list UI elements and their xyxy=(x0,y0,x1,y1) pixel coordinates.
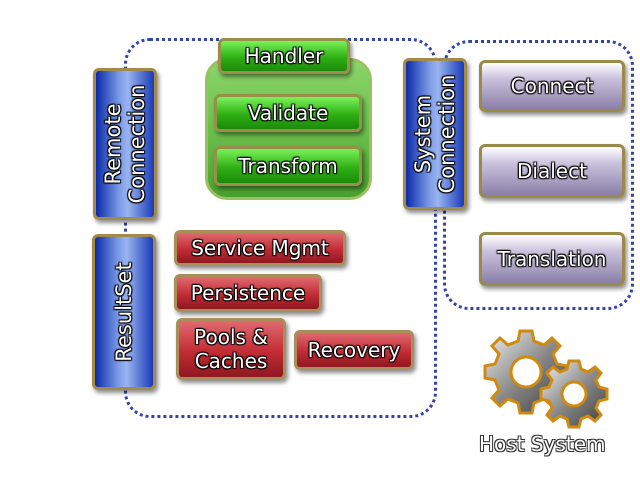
persistence-box: Persistence xyxy=(174,274,322,312)
transform-label: Transform xyxy=(238,154,338,178)
remote-connection-box: Remote Connection xyxy=(93,68,157,220)
resultset-box: ResultSet xyxy=(92,234,156,390)
recovery-label: Recovery xyxy=(307,338,401,362)
service-mgmt-label: Service Mgmt xyxy=(191,236,329,260)
connect-box: Connect xyxy=(479,60,625,112)
recovery-box: Recovery xyxy=(294,330,414,370)
gears-icon xyxy=(483,329,609,429)
system-connection-line-1: System xyxy=(410,94,435,174)
validate-box: Validate xyxy=(214,94,362,132)
system-connection-box: System Connection xyxy=(403,58,467,210)
dialect-label: Dialect xyxy=(517,159,587,183)
remote-connection-label: Remote Connection xyxy=(101,85,149,204)
pools-caches-line-2: Caches xyxy=(194,349,268,373)
handler-box: Handler xyxy=(218,38,350,74)
remote-connection-line-2: Connection xyxy=(125,84,149,204)
translation-box: Translation xyxy=(479,232,625,286)
host-system-caption: Host System xyxy=(479,432,606,456)
resultset-label: ResultSet xyxy=(111,262,136,362)
service-mgmt-box: Service Mgmt xyxy=(174,230,346,266)
persistence-label: Persistence xyxy=(190,281,306,305)
system-connection-label: System Connection xyxy=(411,75,459,194)
pools-caches-line-1: Pools & xyxy=(194,325,268,349)
dialect-box: Dialect xyxy=(479,144,625,198)
small-gear-icon xyxy=(539,359,609,429)
remote-connection-line-1: Remote xyxy=(100,103,125,185)
pools-caches-box: Pools & Caches xyxy=(176,318,286,380)
handler-label: Handler xyxy=(244,44,324,68)
validate-label: Validate xyxy=(247,101,329,125)
transform-box: Transform xyxy=(214,146,362,186)
system-connection-line-2: Connection xyxy=(435,74,459,194)
connect-label: Connect xyxy=(510,74,594,98)
translation-label: Translation xyxy=(497,247,607,271)
